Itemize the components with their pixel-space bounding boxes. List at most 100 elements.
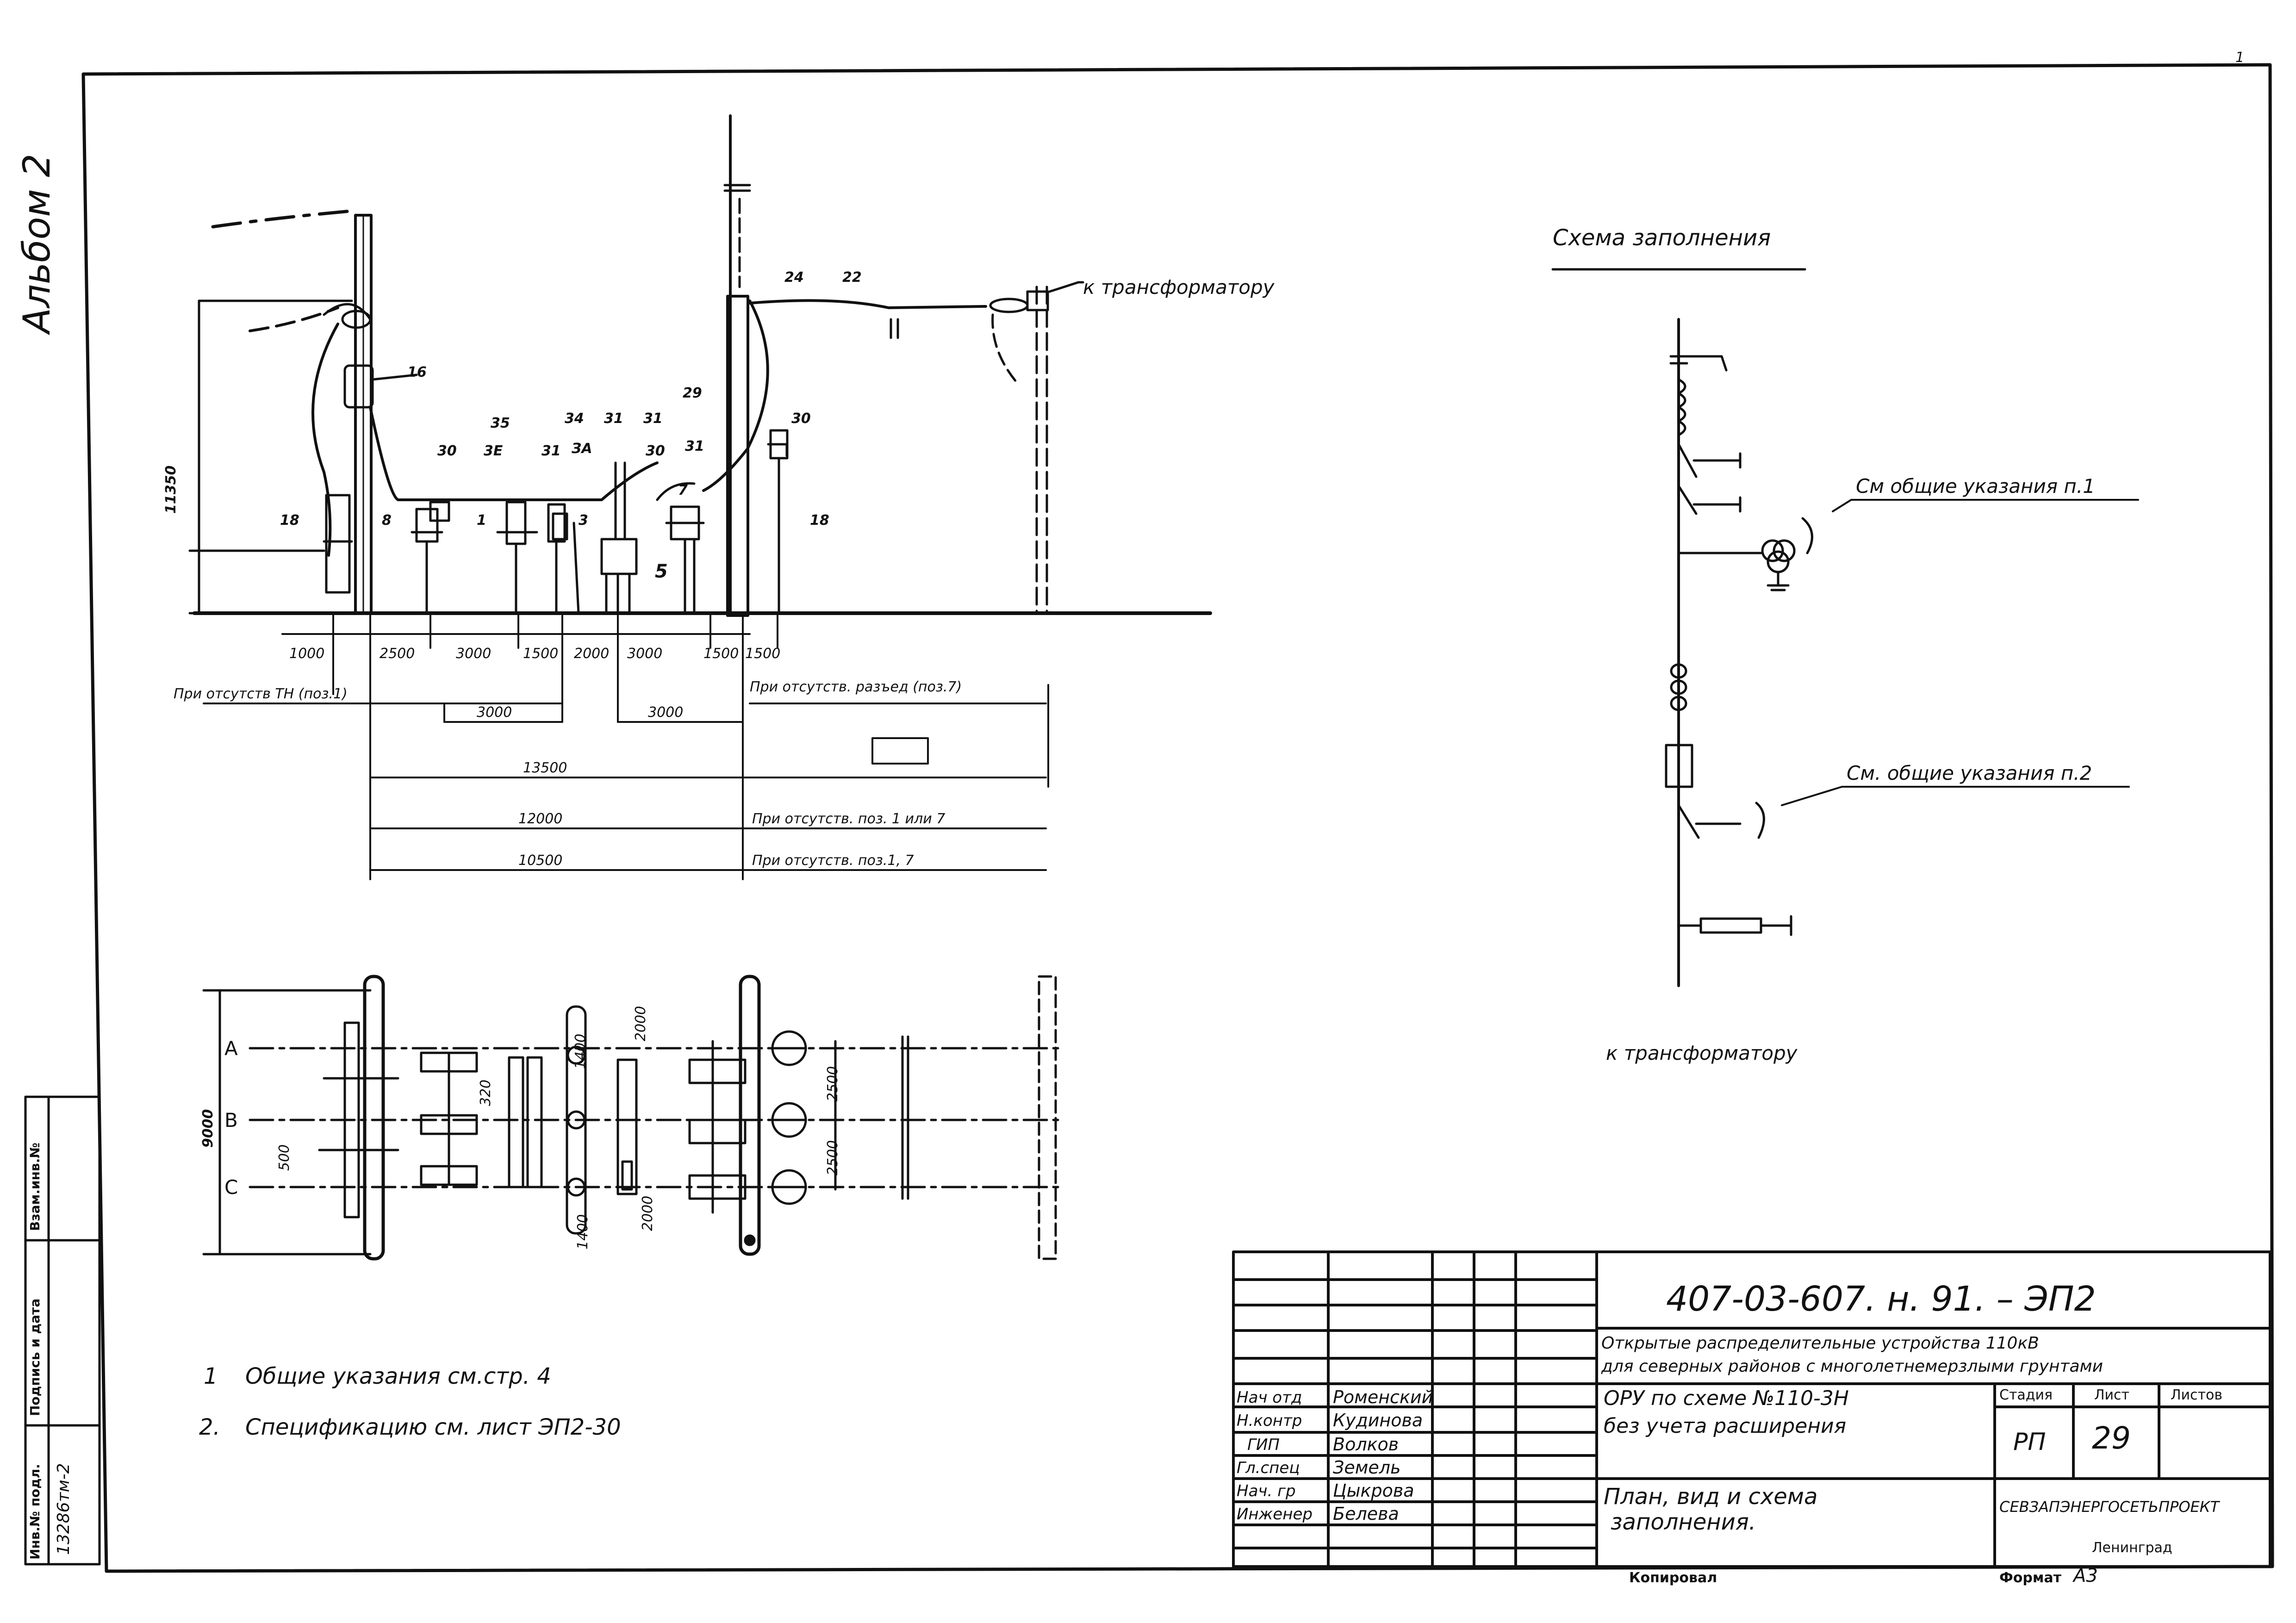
scheme-to-transformer-label: к трансформатору xyxy=(1606,1042,1798,1064)
organization-city: Ленинград xyxy=(2092,1540,2172,1556)
plan-dim-2500-bottom: 2500 xyxy=(825,1140,841,1175)
dim-13500: 13500 xyxy=(523,760,567,776)
elevation-view xyxy=(188,114,1212,880)
plan-width-dim: 9000 xyxy=(200,1109,216,1148)
role-label: Нач. гр xyxy=(1237,1482,1296,1500)
dim-3000: 3000 xyxy=(456,646,492,662)
position-mark: 29 xyxy=(683,385,702,401)
plan-dim-2500-top: 2500 xyxy=(825,1066,841,1101)
dim-2000: 2000 xyxy=(574,646,610,662)
position-mark: 18 xyxy=(280,512,299,529)
role-label: Н.контр xyxy=(1237,1412,1302,1430)
drawing-title-line-1: План, вид и схема xyxy=(1604,1484,1818,1510)
position-mark: 5 xyxy=(655,561,668,582)
role-label: ГИП xyxy=(1247,1436,1280,1454)
dim-1500: 1500 xyxy=(523,646,559,662)
format-value: А3 xyxy=(2073,1565,2098,1586)
album-label: Альбом 2 xyxy=(15,154,58,333)
plan-dim-1400-top: 1400 xyxy=(572,1033,589,1069)
position-mark: 30 xyxy=(437,443,457,459)
note-no-disconnector: При отсутств. разъед (поз.7) xyxy=(750,679,962,695)
dim-1500: 1500 xyxy=(745,646,781,662)
position-mark: 35 xyxy=(491,415,510,431)
dim-2500: 2500 xyxy=(380,646,415,662)
position-mark: 24 xyxy=(784,269,804,286)
phase-label: А xyxy=(224,1037,238,1060)
note-10500: При отсутств. поз.1, 7 xyxy=(752,852,914,869)
dim-1500: 1500 xyxy=(703,646,739,662)
position-mark: 31 xyxy=(643,410,663,427)
position-mark: ЗА xyxy=(572,441,592,457)
project-title-line-1: Открытые распределительные устройства 11… xyxy=(1601,1334,2039,1353)
title-block-lines xyxy=(1232,1250,2271,1568)
side-stamp-field: Подпись и дата xyxy=(27,1298,43,1416)
note-number: 1 xyxy=(204,1363,218,1389)
copied-by-label: Копировал xyxy=(1629,1570,1717,1586)
position-mark: 31 xyxy=(541,443,561,459)
position-mark: 31 xyxy=(604,410,623,427)
role-label: Гл.спец xyxy=(1237,1459,1300,1477)
role-label: Нач отд xyxy=(1237,1388,1302,1407)
sheet-number-label: Лист xyxy=(2094,1387,2130,1403)
scheme-title: Схема заполнения xyxy=(1553,225,1771,251)
dim-12000: 12000 xyxy=(518,811,563,827)
dim-10500: 10500 xyxy=(518,852,563,869)
sheet-title-line-1: ОРУ по схеме №110-3Н xyxy=(1604,1387,1849,1410)
person-name: Земель xyxy=(1333,1457,1401,1478)
position-mark: 7 xyxy=(678,482,688,498)
drawing-title-line-2: заполнения. xyxy=(1611,1509,1756,1535)
elevation-equipment xyxy=(411,461,705,615)
dim-3000-left: 3000 xyxy=(477,704,512,721)
note-text: Общие указания см.стр. 4 xyxy=(245,1363,551,1389)
organization-name: СЕВЗАПЭНЕРГОСЕТЬПРОЕКТ xyxy=(1999,1498,2220,1516)
note-12000: При отсутств. поз. 1 или 7 xyxy=(752,811,946,827)
person-name: Цыкрова xyxy=(1333,1480,1414,1501)
single-line-scheme xyxy=(1551,268,2139,987)
sheet-title-line-2: без учета расширения xyxy=(1604,1414,1847,1438)
person-name: Волков xyxy=(1333,1434,1399,1455)
elevation-height-dim: 11350 xyxy=(163,465,179,514)
stage-label: Стадия xyxy=(1999,1387,2053,1403)
person-name: Белева xyxy=(1333,1504,1399,1524)
plan-equipment xyxy=(420,1005,747,1235)
note-no-vt: При отсутств ТН (поз.1) xyxy=(174,686,348,702)
project-title-line-2: для северных районов с многолетнемерзлым… xyxy=(1601,1357,2103,1376)
elevation-to-transformer-label: к трансформатору xyxy=(1083,276,1275,298)
elevation-dimensions xyxy=(203,615,1049,880)
plan-view xyxy=(202,975,1061,1261)
position-mark: 22 xyxy=(842,269,862,286)
position-mark: 3 xyxy=(579,512,588,529)
corner-mark: 1 xyxy=(2235,50,2245,66)
position-mark: 16 xyxy=(407,364,427,380)
sheet-number-value: 29 xyxy=(2092,1420,2131,1456)
position-mark: 31 xyxy=(685,438,704,454)
position-mark: 30 xyxy=(791,410,811,427)
dim-3000-right: 3000 xyxy=(648,704,684,721)
side-stamp-field: Инв.№ подл. xyxy=(27,1464,43,1560)
note-text: Спецификацию см. лист ЭП2-30 xyxy=(245,1414,621,1440)
position-mark: 8 xyxy=(382,512,392,529)
scheme-note-1: См общие указания п.1 xyxy=(1856,475,2095,497)
position-mark: 1 xyxy=(477,512,486,529)
plan-dim-320: 320 xyxy=(478,1079,494,1106)
position-mark: 18 xyxy=(810,512,829,529)
role-label: Инженер xyxy=(1237,1505,1313,1524)
plan-dim-2000-bottom: 2000 xyxy=(640,1195,656,1231)
position-mark: 30 xyxy=(646,443,665,459)
person-name: Роменский xyxy=(1333,1387,1433,1407)
scheme-note-2: См. общие указания п.2 xyxy=(1847,762,2092,784)
plan-dim-2000-top: 2000 xyxy=(633,1006,649,1041)
stage-value: РП xyxy=(2013,1428,2046,1456)
phase-label: С xyxy=(224,1176,238,1199)
note-number: 2. xyxy=(199,1414,220,1440)
side-stamp-lines xyxy=(24,1095,101,1566)
side-stamp-inventory-number: 13286тм-2 xyxy=(54,1463,73,1555)
person-name: Кудинова xyxy=(1333,1410,1423,1430)
dim-1000: 1000 xyxy=(289,646,325,662)
sheet-frame xyxy=(81,63,2274,1573)
phase-label: В xyxy=(224,1109,238,1132)
plan-dim-1400-bottom: 1400 xyxy=(575,1214,591,1250)
position-mark: 3Е xyxy=(484,443,503,459)
